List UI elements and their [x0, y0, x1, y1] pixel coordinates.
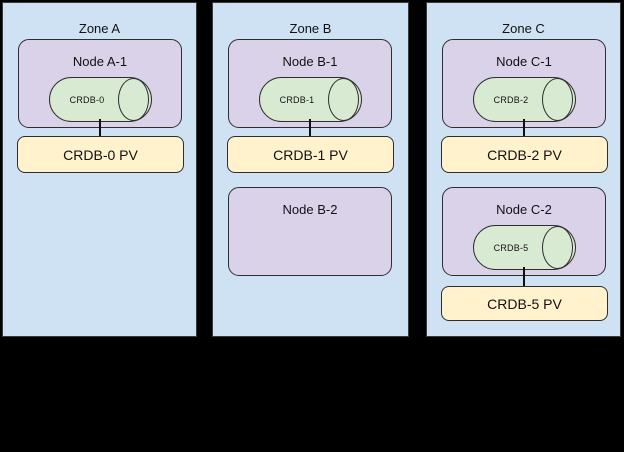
- crdb-5-pv: CRDB-5 PV: [441, 286, 608, 321]
- node-c-2-label: Node C-2: [496, 202, 552, 217]
- cylinder-cap-icon: [542, 226, 573, 269]
- crdb-0-label: CRDB-0: [69, 94, 105, 105]
- crdb-2-pv: CRDB-2 PV: [441, 136, 608, 173]
- node-b-1: Node B-1 CRDB-1: [228, 39, 392, 128]
- node-b-2-label: Node B-2: [282, 202, 338, 217]
- crdb-2-label: CRDB-2: [493, 94, 529, 105]
- cylinder-cap-icon: [328, 78, 359, 121]
- cylinder-cap-icon: [542, 78, 573, 121]
- zone-b: Zone B Node B-1 CRDB-1 CRDB-1 PV Node B-…: [212, 2, 409, 337]
- node-b-2: Node B-2: [228, 187, 392, 276]
- node-c-2: Node C-2 CRDB-5: [442, 187, 606, 276]
- node-c-1: Node C-1 CRDB-2: [442, 39, 606, 128]
- cylinder-cap-icon: [118, 78, 149, 121]
- crdb-2-db-cylinder-icon: CRDB-2: [473, 77, 576, 122]
- crdb-5-label: CRDB-5: [493, 242, 529, 253]
- zone-b-label: Zone B: [289, 21, 332, 36]
- crdb-0-db-cylinder-icon: CRDB-0: [49, 77, 152, 122]
- crdb-1-db-cylinder-icon: CRDB-1: [259, 77, 362, 122]
- crdb-5-pv-label: CRDB-5 PV: [487, 295, 562, 312]
- node-b-1-label: Node B-1: [282, 54, 338, 69]
- connector-crdb0-to-pv: [99, 119, 101, 138]
- connector-crdb5-to-pv: [523, 267, 525, 286]
- crdb-1-label: CRDB-1: [279, 94, 315, 105]
- zone-a-label: Zone A: [78, 21, 121, 36]
- zone-c-label: Zone C: [502, 21, 545, 36]
- crdb-5-db-cylinder-icon: CRDB-5: [473, 225, 576, 270]
- crdb-2-pv-label: CRDB-2 PV: [487, 146, 562, 163]
- crdb-1-pv: CRDB-1 PV: [227, 136, 394, 173]
- connector-crdb1-to-pv: [309, 119, 311, 138]
- zone-a: Zone A Node A-1 CRDB-0 CRDB-0 PV: [2, 2, 197, 337]
- zone-c: Zone C Node C-1 CRDB-2 CRDB-2 PV Node C-…: [426, 2, 621, 337]
- crdb-1-pv-label: CRDB-1 PV: [273, 146, 348, 163]
- node-c-1-label: Node C-1: [496, 54, 552, 69]
- crdb-0-pv-label: CRDB-0 PV: [63, 146, 138, 163]
- connector-crdb2-to-pv: [523, 119, 525, 138]
- crdb-0-pv: CRDB-0 PV: [17, 136, 184, 173]
- node-a-1: Node A-1 CRDB-0: [18, 39, 182, 128]
- node-a-1-label: Node A-1: [72, 54, 128, 69]
